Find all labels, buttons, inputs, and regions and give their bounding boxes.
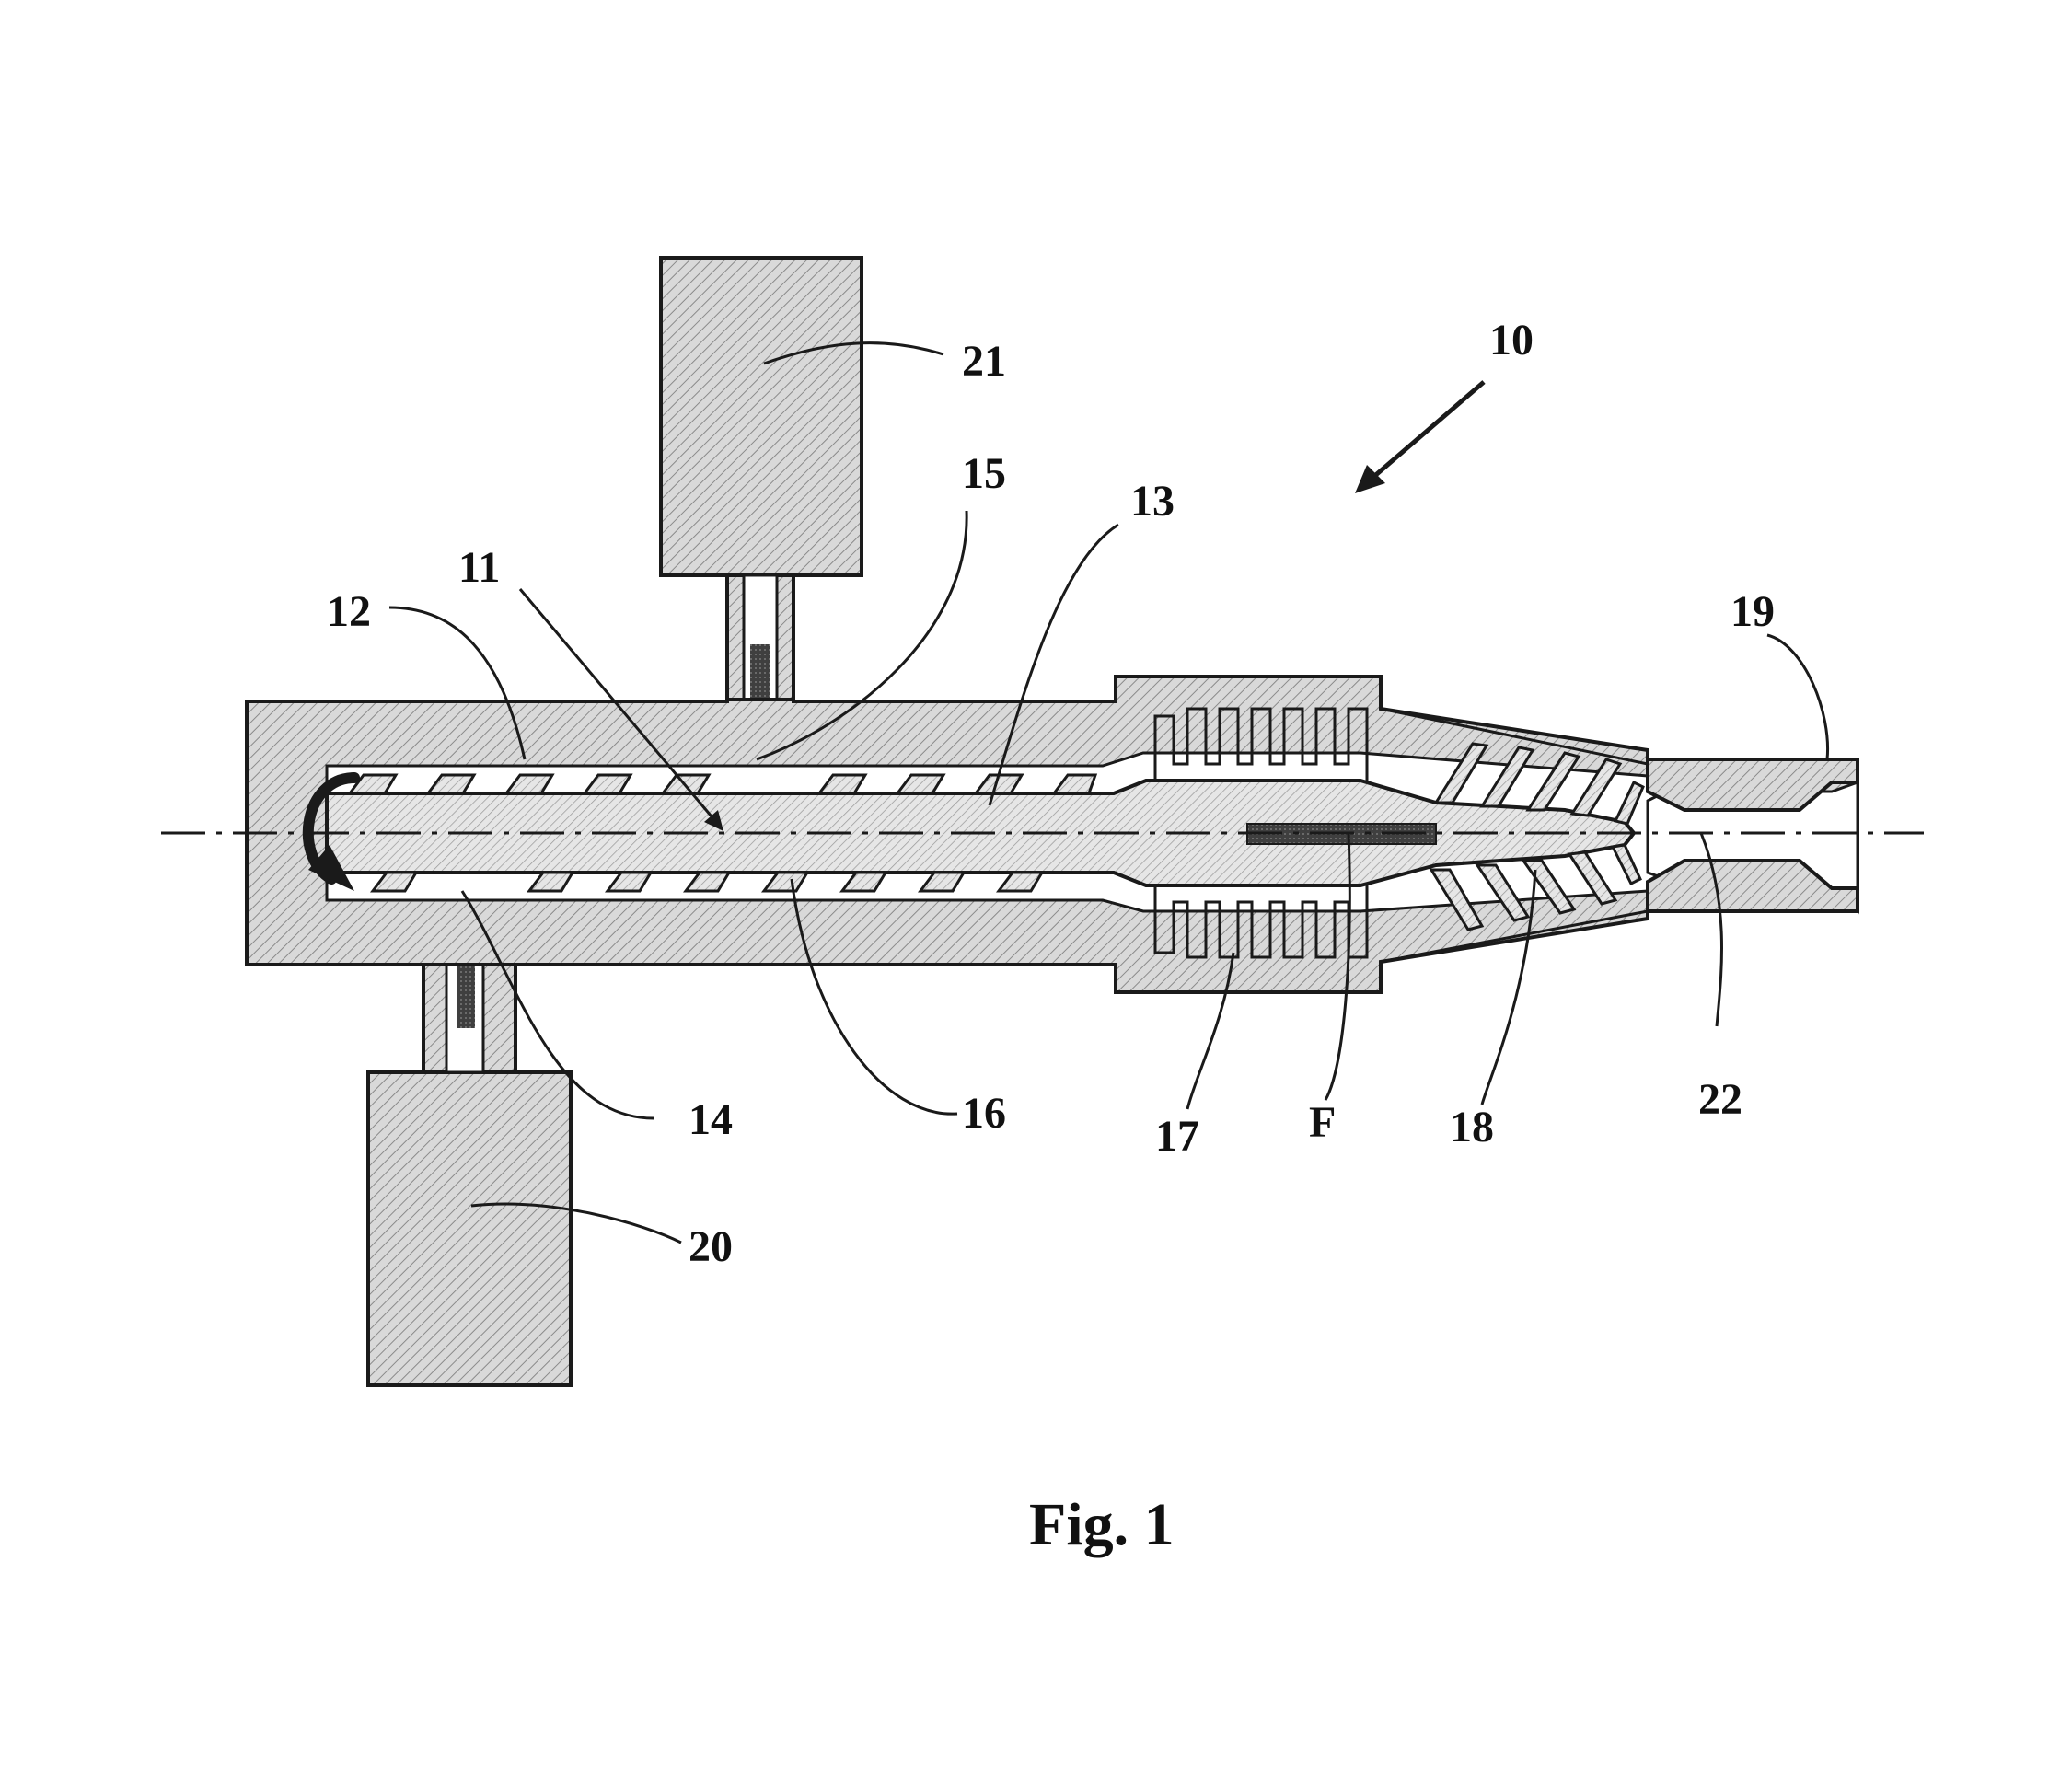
label-mixer: 17 (1155, 1112, 1199, 1161)
label-lower-feeder: 20 (689, 1222, 733, 1271)
label-outlet: 22 (1698, 1075, 1742, 1124)
label-channel: 16 (962, 1089, 1006, 1138)
label-inlet-upper: 15 (962, 449, 1006, 498)
label-screw: 11 (458, 543, 500, 592)
label-nozzle: 19 (1731, 587, 1775, 636)
label-inlet-lower: 14 (689, 1095, 733, 1144)
label-cone-section: 18 (1450, 1103, 1494, 1151)
label-flight: 12 (327, 587, 371, 636)
label-upper-feeder: 21 (962, 337, 1006, 386)
arrow-icon (1355, 382, 1484, 493)
label-flow: F (1309, 1098, 1336, 1147)
upper-feeder (661, 258, 862, 769)
figure-caption: Fig. 1 (1029, 1491, 1175, 1558)
label-assembly: 10 (1489, 316, 1534, 364)
label-barrel: 13 (1130, 477, 1175, 526)
